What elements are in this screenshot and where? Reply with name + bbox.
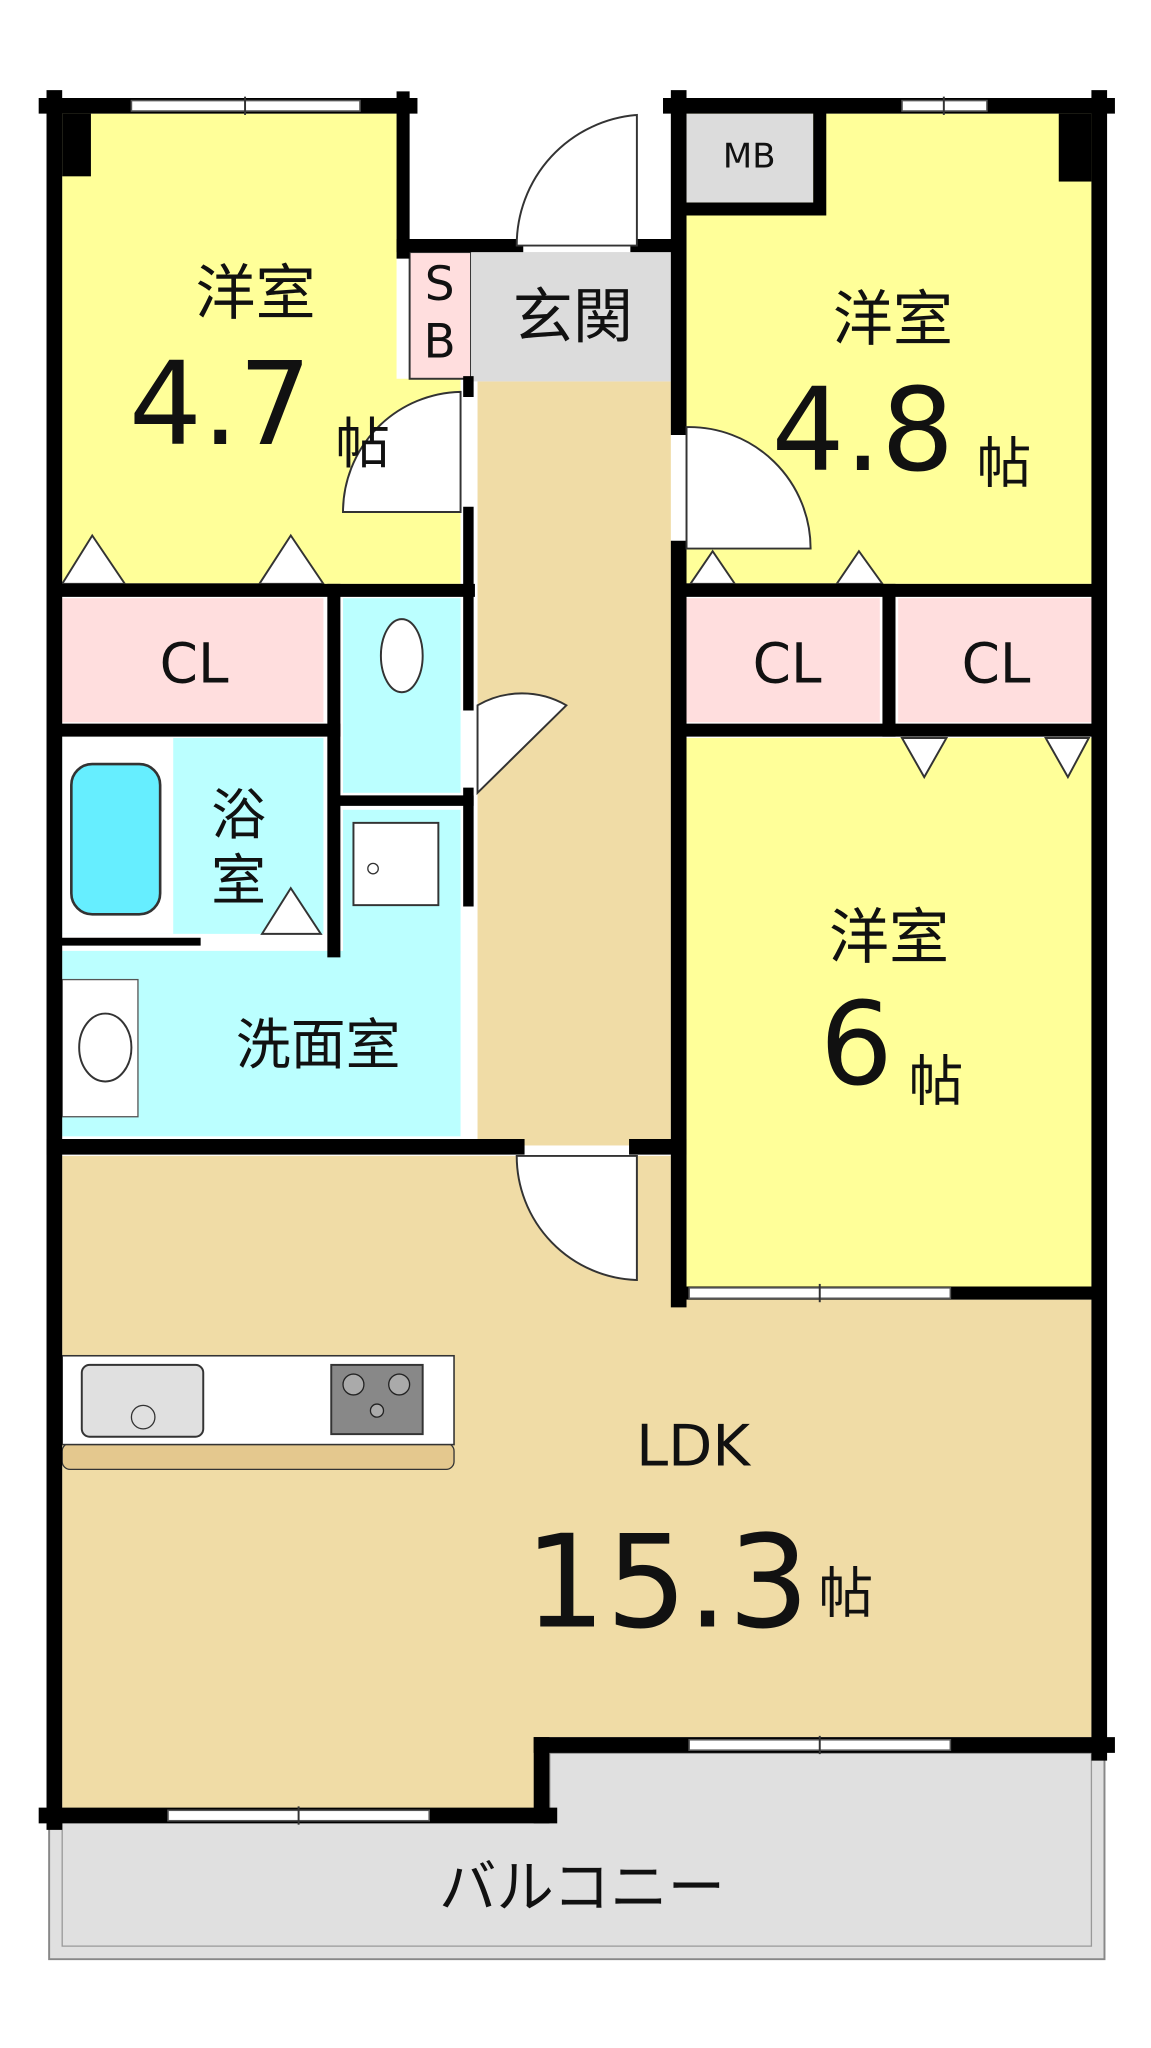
closet-label: CL <box>753 632 822 696</box>
room-right-bottom-label: 洋室 <box>829 903 949 973</box>
closet-label: CL <box>160 632 229 696</box>
room-left-label: 洋室 <box>195 259 315 329</box>
pillar <box>1058 113 1092 182</box>
closet-right-2 <box>898 598 1092 723</box>
sink <box>80 1363 205 1438</box>
ldk-unit: 帖 <box>818 1561 873 1625</box>
toilet-door[interactable] <box>476 692 568 796</box>
kitchen-bar <box>61 1442 455 1471</box>
room-right-bottom-unit: 帖 <box>909 1049 964 1113</box>
closet-label: CL <box>962 632 1031 696</box>
entrance-floor <box>471 252 671 382</box>
entrance-label: 玄関 <box>513 282 633 352</box>
burner <box>342 1373 365 1396</box>
balcony-label: バルコニー <box>439 1854 725 1921</box>
room-left-size: 4.7 <box>129 338 312 472</box>
shoe-box-label: B <box>424 315 456 370</box>
bathroom-label: 浴 <box>211 783 266 847</box>
closet-left <box>62 598 324 723</box>
room-right-top-unit: 帖 <box>976 432 1031 496</box>
sink-drain <box>130 1404 156 1430</box>
stove <box>330 1363 424 1436</box>
burner <box>369 1403 385 1418</box>
closet-right-1 <box>686 598 880 723</box>
closet-door-markers <box>60 533 1091 935</box>
room-left-door[interactable] <box>342 390 462 513</box>
ldk-size: 15.3 <box>524 1509 809 1658</box>
shoe-box-label: S <box>425 257 455 312</box>
balcony-railing <box>61 1752 1093 1947</box>
room-right-top-size: 4.8 <box>771 364 954 498</box>
room-right-bottom-floor <box>686 737 1092 1287</box>
washbasin <box>78 1012 133 1083</box>
entrance-door[interactable] <box>515 113 638 247</box>
room-right-bottom-size: 6 <box>820 978 893 1112</box>
drain <box>367 862 379 875</box>
ldk-label: LDK <box>636 1412 751 1479</box>
room-right-door[interactable] <box>685 426 812 550</box>
bathroom-label: 室 <box>211 848 266 912</box>
washing-machine-pan <box>352 821 440 907</box>
toilet <box>379 618 424 694</box>
room-left-unit: 帖 <box>335 412 390 476</box>
corridor-floor <box>477 381 671 1146</box>
burner <box>388 1373 411 1396</box>
meter-box-label: MB <box>723 137 776 177</box>
room-right-top-label: 洋室 <box>833 285 953 355</box>
ldk-door[interactable] <box>515 1154 638 1282</box>
doors[interactable] <box>342 113 812 1282</box>
pillar <box>62 113 91 177</box>
ldk-floor <box>62 1155 1092 1809</box>
windows <box>130 96 988 1825</box>
meter-box <box>686 113 814 203</box>
washroom-label: 洗面室 <box>236 1013 401 1077</box>
bathtub <box>70 762 162 916</box>
